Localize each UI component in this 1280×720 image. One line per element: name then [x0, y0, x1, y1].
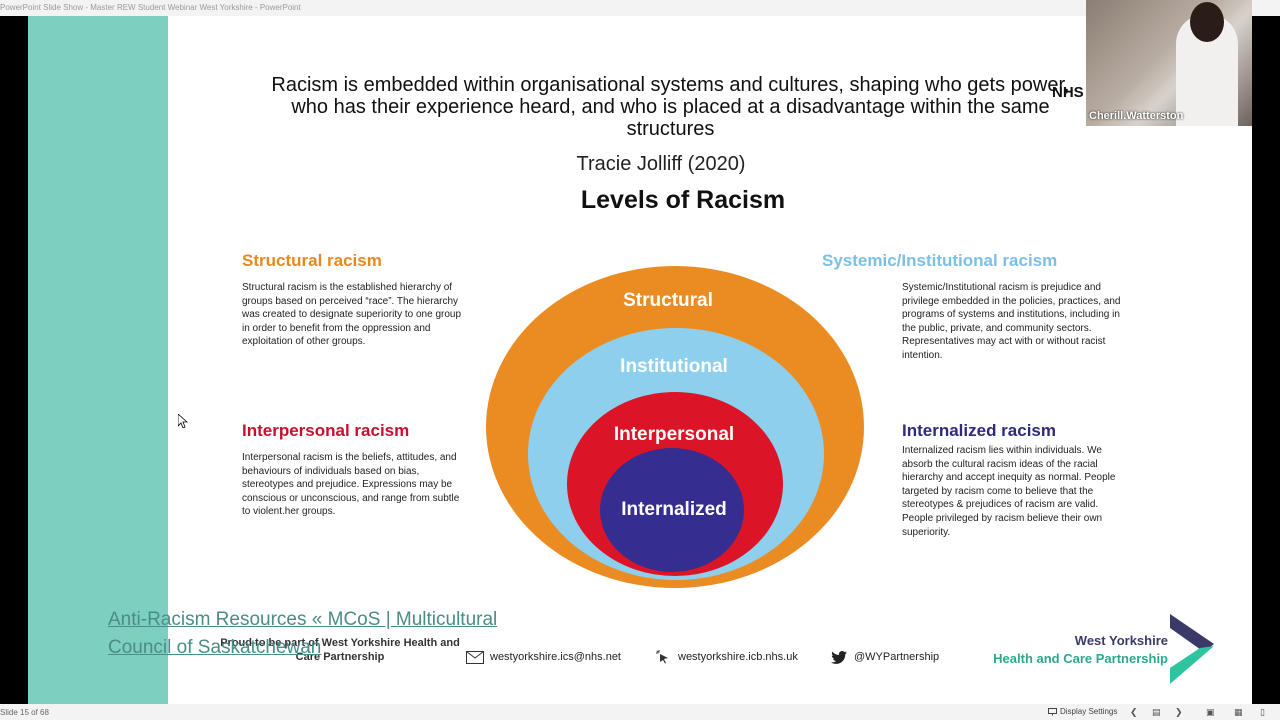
monitor-icon — [1048, 707, 1057, 715]
status-bar: Slide 15 of 68 Display Settings ❮ ▤ ❯ ▣ … — [0, 704, 1280, 720]
internalized-racism-text: Internalized racism lies within individu… — [902, 445, 1116, 538]
quote-author: Tracie Jolliff (2020) — [576, 153, 746, 175]
participant-name: Cherill.Watterston — [1089, 110, 1184, 122]
brand-line-2: Health and Care Partnership — [993, 651, 1168, 666]
window-title: PowerPoint Slide Show - Master REW Stude… — [0, 3, 301, 12]
anti-racism-resources-link[interactable]: Anti-Racism Resources « MCoS | Multicult… — [108, 609, 498, 658]
previous-slide-icon[interactable]: ❮ — [1130, 707, 1138, 717]
display-settings-label: Display Settings — [1060, 707, 1118, 716]
footer-website: westyorkshire.icb.nhs.uk — [654, 650, 798, 664]
next-slide-icon[interactable]: ❯ — [1175, 707, 1183, 717]
slide-heading: Levels of Racism — [580, 186, 786, 214]
footer-email-text: westyorkshire.ics@nhs.net — [490, 651, 621, 663]
footer-website-text: westyorkshire.icb.nhs.uk — [678, 651, 798, 663]
video-thumbnail[interactable]: Cherill.Watterston — [1086, 0, 1252, 126]
proud-partnership-text: Proud to be part of West Yorkshire Healt… — [220, 637, 460, 663]
nhs-logo: NHS — [1052, 84, 1084, 101]
reading-view-icon[interactable]: ▯ — [1260, 707, 1265, 717]
structural-racism-text: Structural racism is the established hie… — [242, 282, 462, 348]
footer-email: westyorkshire.ics@nhs.net — [466, 650, 621, 664]
systemic-racism-text: Systemic/Institutional racism is prejudi… — [902, 282, 1121, 361]
wy-partnership-brand: West Yorkshire Health and Care Partnersh… — [983, 632, 1168, 668]
mouse-pointer-icon — [178, 414, 188, 428]
window-titlebar: PowerPoint Slide Show - Master REW Stude… — [0, 0, 1280, 16]
structural-racism-title: Structural racism — [242, 251, 382, 270]
cursor-click-icon — [654, 650, 672, 664]
slide-menu-icon[interactable]: ▤ — [1152, 707, 1161, 717]
slide-counter: Slide 15 of 68 — [0, 708, 49, 717]
participant-head — [1190, 2, 1224, 42]
structural-ring-label: Structural — [623, 290, 713, 311]
display-settings-button[interactable]: Display Settings — [1048, 707, 1117, 716]
slide-sorter-icon[interactable]: ▦ — [1234, 707, 1243, 717]
interpersonal-ring-label: Interpersonal — [613, 424, 735, 445]
interpersonal-racism-text: Interpersonal racism is the beliefs, att… — [242, 452, 460, 518]
normal-view-icon[interactable]: ▣ — [1206, 707, 1215, 717]
internalized-ring-label: Internalized — [621, 499, 727, 520]
twitter-bird-icon — [830, 650, 848, 664]
wy-chevron-logo-icon — [1170, 614, 1214, 684]
footer-twitter-text: @WYPartnership — [854, 651, 940, 663]
envelope-icon — [466, 650, 484, 664]
systemic-racism-title: Systemic/Institutional racism — [822, 251, 1058, 270]
internalized-ring — [600, 448, 744, 572]
footer-twitter: @WYPartnership — [830, 650, 939, 664]
slide[interactable]: Racism is embedded within organisational… — [28, 16, 1252, 704]
interpersonal-racism-title: Interpersonal racism — [242, 421, 410, 440]
brand-line-1: West Yorkshire — [1074, 633, 1168, 648]
slide-quote: Racism is embedded within organisational… — [271, 74, 1070, 140]
institutional-ring-label: Institutional — [620, 356, 728, 377]
internalized-racism-title: Internalized racism — [902, 421, 1057, 440]
teal-side-band — [28, 16, 168, 704]
